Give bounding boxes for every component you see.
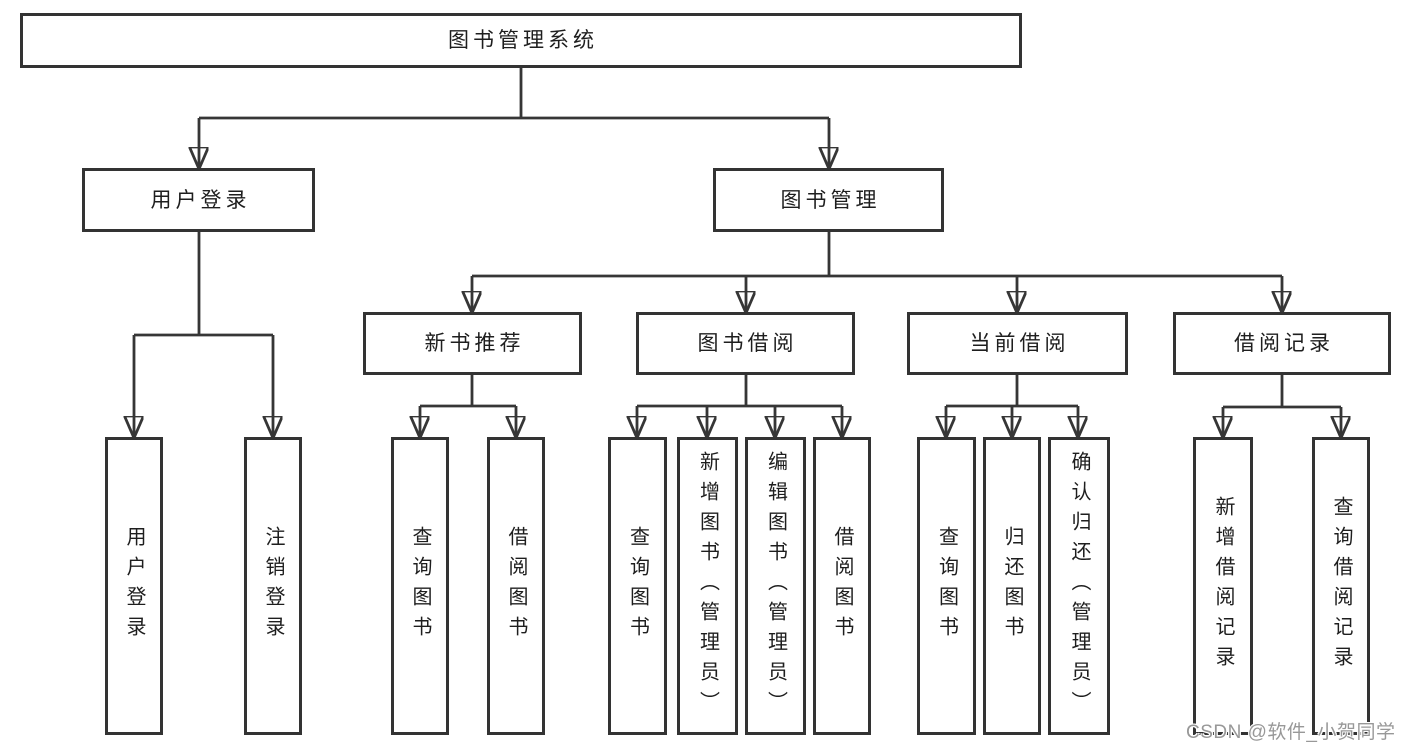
- node-root: 图书管理系统: [20, 13, 1022, 68]
- leaf-records-query-record-label: 查询借阅记录: [1330, 496, 1352, 676]
- leaf-logout: 注销登录: [244, 437, 302, 735]
- leaf-current-confirm-return-admin: 确认归还（管理员）: [1048, 437, 1110, 735]
- node-current-borrowing: 当前借阅: [907, 312, 1128, 375]
- leaf-newbook-borrow-books-label: 借阅图书: [505, 526, 527, 646]
- node-user-login: 用户登录: [82, 168, 315, 232]
- leaf-newbook-query-books-label: 查询图书: [409, 526, 431, 646]
- node-current-borrowing-label: 当前借阅: [969, 332, 1070, 355]
- leaf-borrowing-add-books-admin: 新增图书（管理员）: [677, 437, 738, 735]
- node-book-management: 图书管理: [713, 168, 944, 232]
- leaf-user-login: 用户登录: [105, 437, 163, 735]
- watermark: CSDN @软件_小贺同学: [1186, 722, 1396, 743]
- node-borrow-records-label: 借阅记录: [1234, 332, 1334, 355]
- leaf-user-login-label: 用户登录: [123, 526, 145, 646]
- node-book-borrowing: 图书借阅: [636, 312, 855, 375]
- leaf-current-query-books-label: 查询图书: [935, 526, 958, 646]
- node-user-login-label: 用户登录: [150, 188, 251, 212]
- leaf-borrowing-edit-books-admin: 编辑图书（管理员）: [745, 437, 806, 735]
- leaf-borrowing-borrow-books: 借阅图书: [813, 437, 871, 735]
- node-borrow-records: 借阅记录: [1173, 312, 1391, 375]
- node-book-management-label: 图书管理: [780, 188, 881, 212]
- node-root-label: 图书管理系统: [448, 29, 598, 52]
- leaf-borrowing-query-books: 查询图书: [608, 437, 667, 735]
- node-new-book-recommend: 新书推荐: [363, 312, 582, 375]
- leaf-logout-label: 注销登录: [262, 526, 284, 646]
- leaf-borrowing-edit-books-admin-label: 编辑图书（管理员）: [764, 451, 787, 721]
- leaf-current-query-books: 查询图书: [917, 437, 976, 735]
- leaf-current-confirm-return-admin-label: 确认归还（管理员）: [1068, 451, 1090, 721]
- node-new-book-recommend-label: 新书推荐: [424, 332, 525, 355]
- leaf-borrowing-add-books-admin-label: 新增图书（管理员）: [696, 451, 719, 721]
- leaf-borrowing-borrow-books-label: 借阅图书: [831, 526, 853, 646]
- leaf-records-add-record-label: 新增借阅记录: [1212, 496, 1234, 676]
- leaf-current-return-books-label: 归还图书: [1001, 526, 1023, 646]
- leaf-records-add-record: 新增借阅记录: [1193, 437, 1253, 735]
- leaf-records-query-record: 查询借阅记录: [1312, 437, 1370, 735]
- node-book-borrowing-label: 图书借阅: [697, 332, 798, 355]
- leaf-newbook-query-books: 查询图书: [391, 437, 449, 735]
- leaf-newbook-borrow-books: 借阅图书: [487, 437, 545, 735]
- leaf-current-return-books: 归还图书: [983, 437, 1041, 735]
- leaf-borrowing-query-books-label: 查询图书: [626, 526, 649, 646]
